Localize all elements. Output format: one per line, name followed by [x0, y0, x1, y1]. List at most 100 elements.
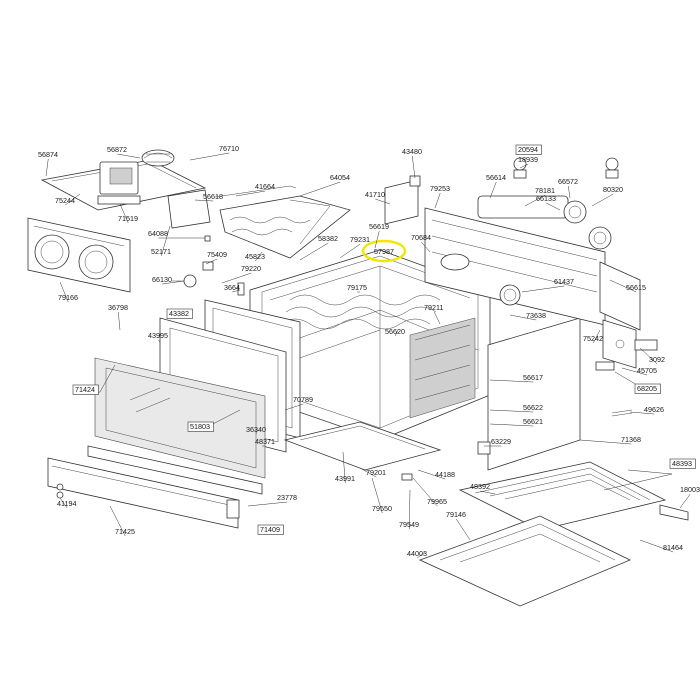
part-label[interactable]: 73638	[526, 311, 546, 320]
part-label[interactable]: 56620	[385, 327, 405, 336]
leader-line	[593, 329, 601, 344]
part-label[interactable]: 56874	[38, 150, 58, 159]
part-label[interactable]: 41710	[365, 190, 385, 199]
door-handle-panel	[47, 445, 263, 529]
part-label[interactable]: 36798	[108, 303, 128, 312]
part-label[interactable]: 56621	[523, 417, 543, 426]
leader-line	[412, 477, 438, 507]
part-label[interactable]: 56615	[626, 283, 646, 292]
part-label[interactable]: 79550	[372, 504, 392, 513]
part-label[interactable]: 43995	[148, 331, 168, 340]
part-label[interactable]: 56622	[523, 403, 543, 412]
part-label[interactable]: 56617	[523, 373, 543, 382]
part-label[interactable]: 3092	[649, 355, 665, 364]
part-label[interactable]: 79549	[399, 520, 419, 529]
part-label[interactable]: 61437	[554, 277, 574, 286]
part-label[interactable]: 68205	[637, 384, 657, 393]
part-label[interactable]: 58382	[318, 234, 338, 243]
part-label[interactable]: 51803	[190, 422, 210, 431]
part-label[interactable]: 79166	[58, 293, 78, 302]
part-label[interactable]: 41194	[57, 499, 76, 508]
part-label[interactable]: 48371	[255, 437, 275, 446]
part-label[interactable]: 23778	[277, 493, 297, 502]
part-label[interactable]: 71519	[118, 214, 138, 223]
part-label[interactable]: 43382	[169, 309, 189, 318]
leader-line	[627, 469, 673, 475]
part-label[interactable]: 52171	[151, 247, 171, 256]
part-label[interactable]: 75244	[55, 196, 75, 205]
part-label[interactable]: 43991	[335, 474, 355, 483]
leader-line	[591, 193, 614, 207]
part-label[interactable]: 75242	[583, 334, 603, 343]
part-label[interactable]: 41664	[255, 182, 275, 191]
part-label[interactable]: 56872	[107, 145, 127, 154]
leader-line	[519, 163, 529, 169]
part-label[interactable]: 18939	[518, 155, 538, 164]
leader-line	[524, 194, 546, 207]
part-label-box	[257, 524, 284, 535]
part-label[interactable]: 64088	[148, 229, 168, 238]
part-label[interactable]: 56618	[203, 192, 223, 201]
leader-line	[99, 364, 116, 393]
part-label[interactable]: 48392	[470, 482, 490, 491]
part-label[interactable]: 70684	[411, 233, 431, 242]
part-label[interactable]: 18003	[680, 485, 700, 494]
part-label[interactable]: 71409	[260, 525, 280, 534]
leader-line	[232, 289, 241, 293]
leader-line	[609, 279, 637, 293]
leader-line	[521, 285, 565, 293]
part-label[interactable]: 79211	[424, 303, 443, 312]
leader-line	[629, 411, 655, 415]
leader-line	[162, 280, 185, 285]
part-label[interactable]: 64054	[330, 173, 350, 182]
part-label[interactable]: 80320	[603, 185, 623, 194]
part-label[interactable]: 56614	[486, 173, 506, 182]
leader-line	[109, 505, 126, 537]
part-label[interactable]: 79220	[241, 264, 261, 273]
part-label[interactable]: 75409	[207, 250, 227, 259]
leader-line	[417, 469, 446, 480]
leader-line	[161, 225, 171, 257]
part-label[interactable]: 45705	[637, 366, 657, 375]
part-label[interactable]: 66133	[536, 194, 556, 203]
part-label[interactable]: 78181	[535, 186, 555, 195]
part-label[interactable]: 79253	[430, 184, 450, 193]
leader-line	[546, 202, 561, 211]
part-label[interactable]: 71424	[75, 385, 95, 394]
leader-line	[480, 490, 496, 495]
part-label[interactable]: 79201	[366, 468, 386, 477]
part-label[interactable]: 76710	[219, 144, 239, 153]
part-label[interactable]: 63229	[491, 437, 511, 446]
part-label-box	[187, 421, 214, 432]
leader-line	[409, 489, 411, 530]
part-label-box	[166, 308, 193, 319]
part-label[interactable]: 79175	[347, 283, 367, 292]
part-label[interactable]: 3664	[224, 283, 240, 292]
part-label[interactable]: 56619	[369, 222, 389, 231]
part-label[interactable]: 49626	[644, 405, 664, 414]
leader-line	[603, 473, 673, 491]
part-label[interactable]: 36340	[246, 425, 266, 434]
part-label[interactable]: 20594	[518, 145, 538, 154]
part-label[interactable]: 44003	[407, 549, 427, 558]
part-label-highlighted[interactable]: 57987	[374, 247, 394, 256]
part-label[interactable]: 71368	[621, 435, 641, 444]
leader-line	[117, 153, 141, 159]
part-label[interactable]: 81464	[663, 543, 683, 552]
part-label[interactable]: 79146	[446, 510, 466, 519]
part-label[interactable]: 71425	[115, 527, 135, 536]
part-label[interactable]: 45823	[245, 252, 265, 261]
part-label[interactable]: 43480	[402, 147, 422, 156]
part-label[interactable]: 79231	[350, 235, 370, 244]
part-label[interactable]: 66130	[152, 275, 172, 284]
part-label[interactable]: 79965	[427, 497, 447, 506]
part-label[interactable]: 70789	[293, 395, 313, 404]
outer-side-panel	[487, 317, 581, 471]
part-label[interactable]: 66572	[558, 177, 578, 186]
part-label[interactable]: 44188	[435, 470, 455, 479]
highlight-ring	[361, 239, 407, 263]
leader-line	[434, 192, 441, 209]
leader-line	[65, 193, 81, 206]
oven-racks	[418, 461, 689, 607]
part-label[interactable]: 48393	[672, 459, 692, 468]
